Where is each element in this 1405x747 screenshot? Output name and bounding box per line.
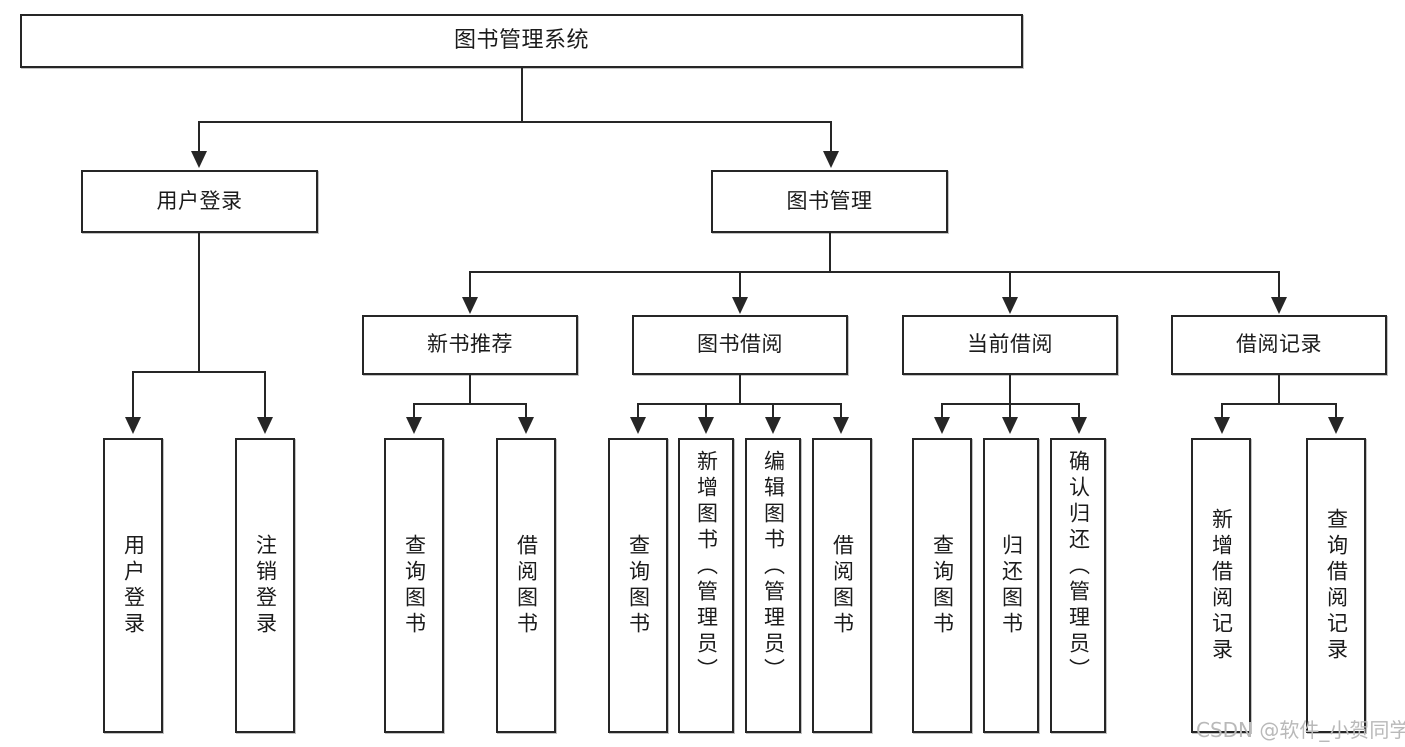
node-label: 编辑图书（管理员）	[761, 450, 786, 684]
arrowhead-book-manage-to-current-borrow	[1002, 297, 1018, 314]
leaf-query-book-new[interactable]: 查询图书	[384, 438, 444, 733]
node-label: 归还图书	[999, 533, 1024, 638]
arrowhead-book-manage-to-book-borrow	[732, 297, 748, 314]
csdn-watermark: CSDN @软件_小贺同学	[1196, 718, 1405, 742]
node-label: 查询图书	[930, 533, 955, 638]
arrowhead-current-borrow-to-leaf-1	[1002, 417, 1018, 434]
connector-book-manage-to-new-book	[469, 271, 471, 299]
node-label: 图书借阅	[697, 332, 783, 357]
arrowhead-book-manage-to-borrow-record	[1271, 297, 1287, 314]
connector-book-manage-to-borrow-record	[1278, 271, 1280, 299]
leaf-add-borrow-record[interactable]: 新增借阅记录	[1191, 438, 1251, 733]
node-label: 查询图书	[402, 533, 427, 638]
connector-borrow-record-bus	[1221, 403, 1337, 405]
leaf-edit-book-admin[interactable]: 编辑图书（管理员）	[745, 438, 801, 733]
arrowhead-user-login-to-leaf-0	[125, 417, 141, 434]
leaf-query-book-current[interactable]: 查询图书	[912, 438, 972, 733]
leaf-add-book-admin[interactable]: 新增图书（管理员）	[678, 438, 734, 733]
node-label: 借阅记录	[1236, 332, 1322, 357]
connector-root-to-user-login	[198, 121, 200, 153]
connector-new-book-to-leaf-1	[525, 403, 527, 419]
arrowhead-book-manage-to-new-book	[462, 297, 478, 314]
node-label: 当前借阅	[967, 332, 1053, 357]
leaf-user-login[interactable]: 用户登录	[103, 438, 163, 733]
connector-book-borrow-to-leaf-0	[637, 403, 639, 419]
connector-current-borrow-to-leaf-2	[1078, 403, 1080, 419]
connector-borrow-record-to-leaf-0	[1221, 403, 1223, 419]
connector-user-login-to-leaf-0	[132, 371, 134, 419]
arrowhead-borrow-record-to-leaf-0	[1214, 417, 1230, 434]
connector-current-borrow-stem	[1009, 375, 1011, 405]
node-label: 新增借阅记录	[1209, 507, 1234, 664]
node-current-borrow[interactable]: 当前借阅	[902, 315, 1118, 375]
connector-borrow-record-to-leaf-1	[1335, 403, 1337, 419]
connector-book-borrow-to-leaf-1	[705, 403, 707, 419]
arrowhead-user-login-to-leaf-1	[257, 417, 273, 434]
connector-borrow-record-stem	[1278, 375, 1280, 405]
arrowhead-book-borrow-to-leaf-0	[630, 417, 646, 434]
node-root-system[interactable]: 图书管理系统	[20, 14, 1023, 68]
arrowhead-root-to-book-manage	[823, 151, 839, 168]
node-label: 借阅图书	[514, 533, 539, 638]
node-label: 图书管理	[786, 188, 873, 213]
connector-book-borrow-bus	[637, 403, 842, 405]
node-label: 查询借阅记录	[1324, 507, 1349, 664]
node-label: 借阅图书	[830, 533, 855, 638]
connector-book-manage-stem	[829, 233, 831, 273]
node-book-borrow[interactable]: 图书借阅	[632, 315, 848, 375]
connector-current-borrow-to-leaf-0	[941, 403, 943, 419]
node-book-management[interactable]: 图书管理	[711, 170, 948, 233]
node-label: 图书管理系统	[453, 27, 589, 53]
node-label: 查询图书	[626, 533, 651, 638]
connector-root-bus	[198, 121, 832, 123]
connector-user-login-stem	[198, 233, 200, 373]
connector-new-book-stem	[469, 375, 471, 405]
node-label: 注销登录	[253, 533, 278, 638]
arrowhead-borrow-record-to-leaf-1	[1328, 417, 1344, 434]
connector-book-manage-bus	[469, 271, 1280, 273]
connector-root-stem	[521, 68, 523, 123]
leaf-borrow-book[interactable]: 借阅图书	[812, 438, 872, 733]
connector-new-book-bus	[413, 403, 527, 405]
arrowhead-current-borrow-to-leaf-0	[934, 417, 950, 434]
connector-new-book-to-leaf-0	[413, 403, 415, 419]
arrowhead-book-borrow-to-leaf-3	[833, 417, 849, 434]
connector-book-borrow-to-leaf-3	[840, 403, 842, 419]
node-user-login[interactable]: 用户登录	[81, 170, 318, 233]
arrowhead-book-borrow-to-leaf-2	[765, 417, 781, 434]
connector-book-manage-to-current-borrow	[1009, 271, 1011, 299]
connector-book-borrow-stem	[739, 375, 741, 405]
leaf-query-borrow-record[interactable]: 查询借阅记录	[1306, 438, 1366, 733]
node-new-book-recommend[interactable]: 新书推荐	[362, 315, 578, 375]
node-label: 确认归还（管理员）	[1066, 450, 1091, 684]
leaf-return-book[interactable]: 归还图书	[983, 438, 1039, 733]
node-label: 用户登录	[156, 188, 243, 213]
node-label: 用户登录	[121, 533, 146, 638]
node-label: 新增图书（管理员）	[694, 450, 719, 684]
connector-root-to-book-manage	[830, 121, 832, 153]
connector-current-borrow-to-leaf-1	[1009, 403, 1011, 419]
node-borrow-record[interactable]: 借阅记录	[1171, 315, 1387, 375]
leaf-query-book-borrow[interactable]: 查询图书	[608, 438, 668, 733]
arrowhead-new-book-to-leaf-1	[518, 417, 534, 434]
leaf-borrow-book-new[interactable]: 借阅图书	[496, 438, 556, 733]
arrowhead-root-to-user-login	[191, 151, 207, 168]
leaf-confirm-return-admin[interactable]: 确认归还（管理员）	[1050, 438, 1106, 733]
node-label: 新书推荐	[427, 332, 513, 357]
arrowhead-current-borrow-to-leaf-2	[1071, 417, 1087, 434]
arrowhead-book-borrow-to-leaf-1	[698, 417, 714, 434]
connector-book-borrow-to-leaf-2	[772, 403, 774, 419]
connector-user-login-to-leaf-1	[264, 371, 266, 419]
leaf-logout[interactable]: 注销登录	[235, 438, 295, 733]
connector-book-manage-to-book-borrow	[739, 271, 741, 299]
connector-user-login-bus	[132, 371, 266, 373]
arrowhead-new-book-to-leaf-0	[406, 417, 422, 434]
